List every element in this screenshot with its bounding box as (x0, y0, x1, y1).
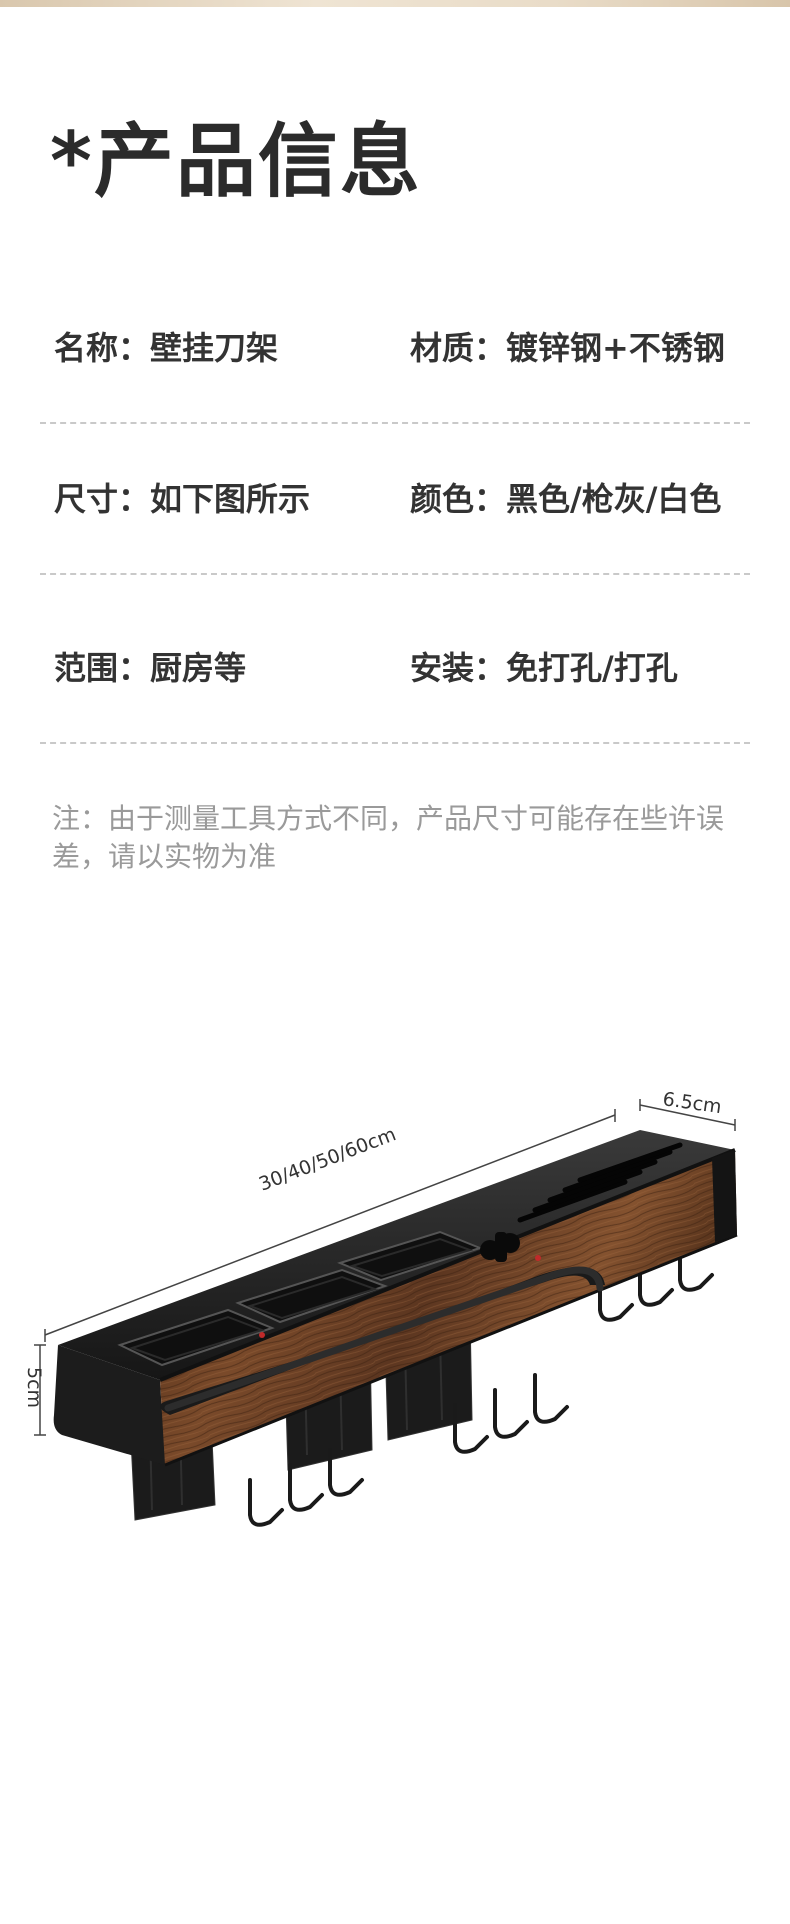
cup-openings (117, 1230, 483, 1367)
spec-size: 尺寸：如下图所示 (54, 480, 311, 518)
scissor-holder (480, 1232, 520, 1262)
hooks (248, 1218, 714, 1527)
knife-slots (517, 1142, 683, 1223)
divider (40, 742, 750, 744)
height-label: 5cm (23, 1367, 45, 1408)
divider (40, 422, 750, 424)
length-label: 30/40/50/60cm (256, 1123, 399, 1195)
spec-install: 安装：免打孔/打孔 (410, 649, 678, 687)
page-title: *产品信息 (50, 115, 422, 208)
spec-material: 材质：镀锌钢+不锈钢 (410, 329, 725, 367)
top-decor-strip (0, 0, 790, 7)
towel-bar (160, 1267, 605, 1415)
spec-color: 颜色：黑色/枪灰/白色 (410, 480, 722, 518)
dimension-lines (34, 1099, 736, 1436)
divider (40, 573, 750, 575)
rack-left-end (53, 1345, 165, 1465)
disclaimer-note: 注：由于测量工具方式不同，产品尺寸可能存在些许误差，请以实物为准 (52, 802, 725, 873)
knife-rack-image: 30/40/50/60cm 6.5cm 5cm (23, 1088, 738, 1527)
spec-name: 名称：壁挂刀架 (54, 329, 279, 367)
spec-scope: 范围：厨房等 (54, 649, 247, 687)
depth-label: 6.5cm (661, 1088, 723, 1118)
